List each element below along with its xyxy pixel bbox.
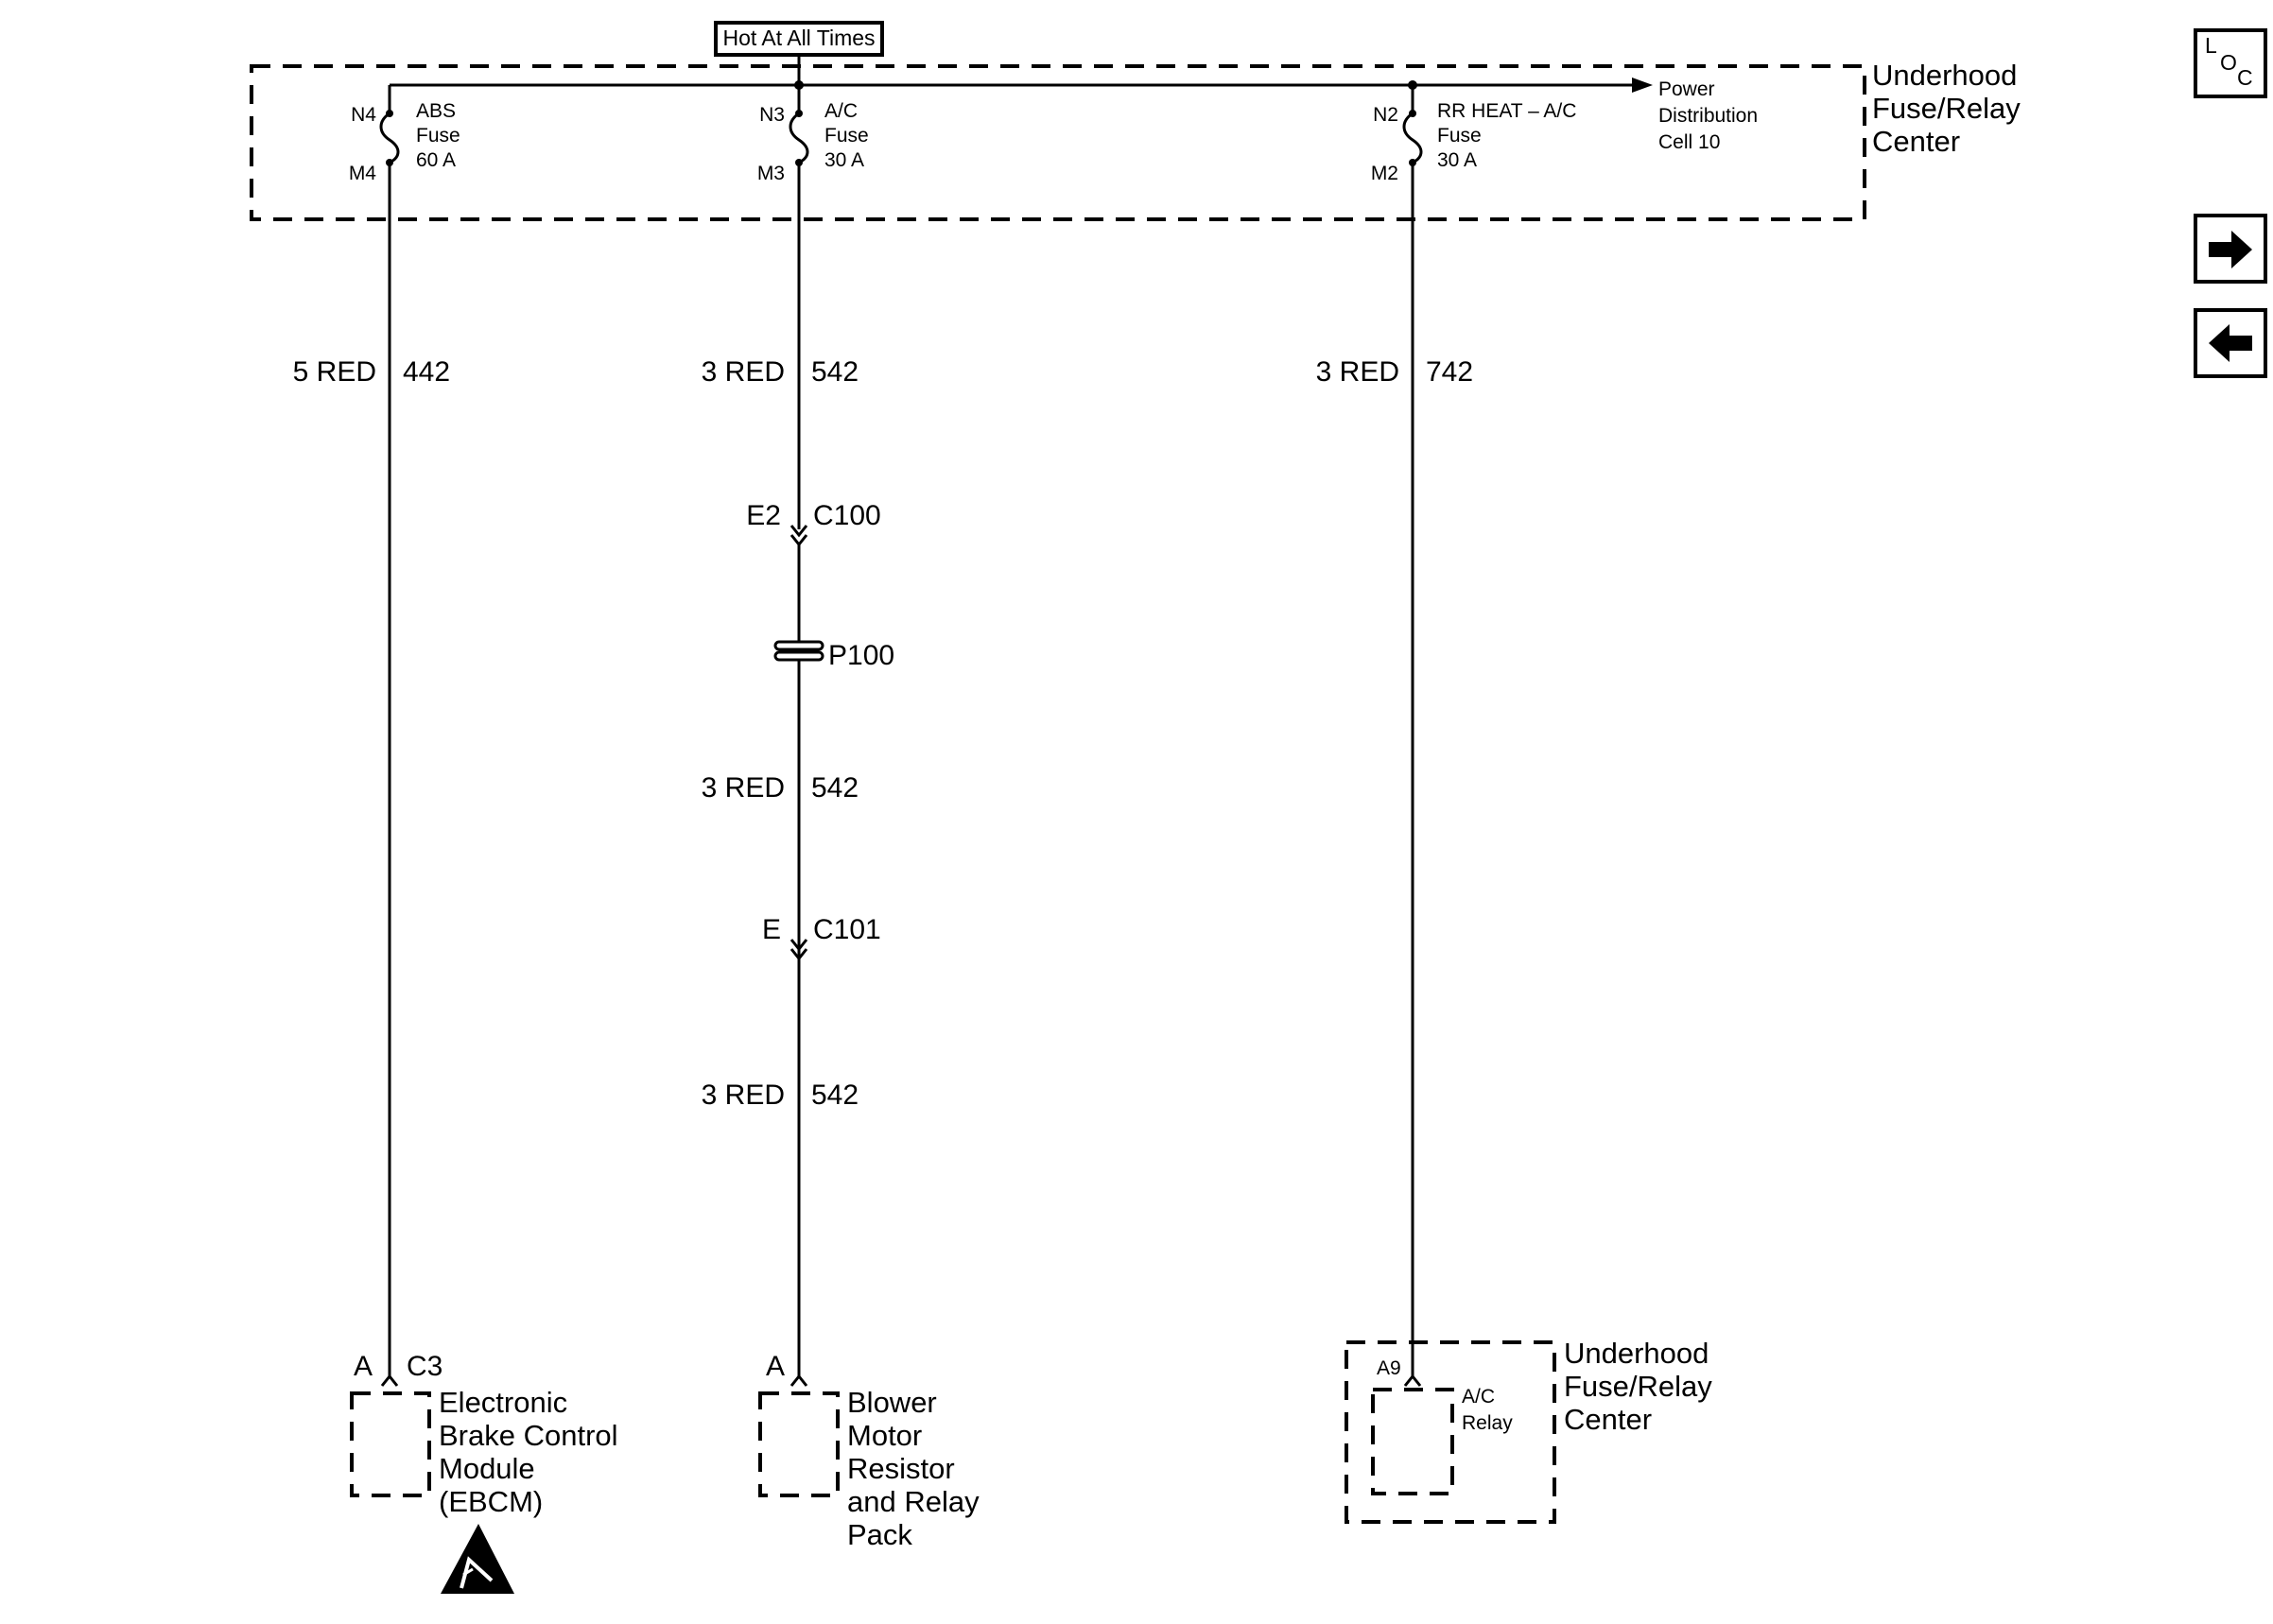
p100-grommet-icon bbox=[773, 640, 824, 662]
rr-heat-fuse: N2 M2 RR HEAT – A/C Fuse 30 A bbox=[1371, 80, 1582, 184]
ac-fuse: N3 M3 A/C Fuse 30 A bbox=[757, 80, 875, 184]
location-letter-c: C bbox=[2237, 65, 2253, 90]
ebcm-connector-terminal bbox=[380, 1373, 399, 1387]
previous-page-button[interactable] bbox=[2194, 308, 2267, 378]
c100-pin: E2 bbox=[746, 500, 781, 531]
ebcm-connector-name: C3 bbox=[407, 1351, 442, 1382]
right-arrow-icon bbox=[2209, 231, 2252, 268]
relay-center-boundary bbox=[1345, 1340, 1556, 1524]
circuit-742-number: 742 bbox=[1426, 356, 1473, 388]
blower-connector-pin: A bbox=[766, 1351, 785, 1382]
ac-fuse-icon bbox=[789, 112, 809, 164]
c101-pin: E bbox=[762, 914, 781, 945]
abs-fuse-out-pin: M4 bbox=[349, 163, 376, 184]
ebcm-component-box bbox=[350, 1391, 431, 1497]
location-button[interactable]: L O C bbox=[2194, 28, 2267, 98]
circuit-542-gauge-color-1: 3 RED bbox=[702, 356, 785, 388]
relay-connector-pin: A9 bbox=[1377, 1357, 1401, 1379]
blower-label: Blower Motor Resistor and Relay Pack bbox=[847, 1386, 987, 1551]
circuit-542-gauge-color-2: 3 RED bbox=[702, 772, 785, 803]
c101-terminal-upper bbox=[789, 939, 808, 952]
abs-fuse-icon bbox=[379, 112, 400, 164]
left-arrow-icon bbox=[2209, 324, 2252, 362]
c100-terminal-upper bbox=[789, 525, 808, 538]
ebcm-label: Electronic Brake Control Module (EBCM) bbox=[439, 1386, 626, 1518]
ac-fuse-label: A/C Fuse 30 A bbox=[824, 100, 875, 171]
p100-name: P100 bbox=[828, 640, 894, 671]
fuse-center-label: Underhood Fuse/Relay Center bbox=[1872, 59, 2028, 158]
relay-center-label: Underhood Fuse/Relay Center bbox=[1564, 1337, 1720, 1436]
circuit-542-number-2: 542 bbox=[811, 772, 859, 803]
circuit-442-number: 442 bbox=[403, 356, 450, 388]
power-distribution-label: Power Distribution Cell 10 bbox=[1658, 78, 1763, 153]
blower-connector-terminal bbox=[789, 1373, 808, 1387]
abs-fuse: N4 M4 ABS Fuse 60 A bbox=[349, 100, 466, 184]
abs-fuse-in-pin: N4 bbox=[351, 104, 376, 126]
rr-heat-fuse-in-pin: N2 bbox=[1373, 104, 1398, 126]
ac-fuse-in-pin: N3 bbox=[759, 104, 785, 126]
abs-fuse-label: ABS Fuse 60 A bbox=[416, 100, 466, 171]
esd-sensitive-icon bbox=[441, 1524, 514, 1594]
relay-connector-terminal bbox=[1403, 1373, 1422, 1387]
blower-component-box bbox=[758, 1391, 840, 1497]
location-letter-l: L bbox=[2205, 33, 2217, 58]
next-page-button[interactable] bbox=[2194, 214, 2267, 284]
ac-fuse-out-pin: M3 bbox=[757, 163, 785, 184]
ac-relay-label: A/C Relay bbox=[1462, 1386, 1513, 1434]
c101-name: C101 bbox=[813, 914, 881, 945]
ac-relay-box bbox=[1371, 1388, 1454, 1495]
rr-heat-fuse-label: RR HEAT – A/C Fuse 30 A bbox=[1437, 100, 1582, 171]
location-letter-o: O bbox=[2220, 50, 2237, 75]
ebcm-connector-pin: A bbox=[354, 1351, 373, 1382]
bus-arrowhead bbox=[1632, 78, 1653, 93]
circuit-442-gauge-color: 5 RED bbox=[293, 356, 376, 388]
rr-heat-fuse-out-pin: M2 bbox=[1371, 163, 1398, 184]
hot-at-all-times-label: Hot At All Times bbox=[722, 26, 875, 50]
c100-name: C100 bbox=[813, 500, 881, 531]
connector-c101: E C101 bbox=[762, 914, 881, 961]
connector-c100: E2 C100 bbox=[746, 500, 881, 547]
location-button-frame bbox=[2194, 28, 2267, 98]
circuit-542-number-1: 542 bbox=[811, 356, 859, 388]
circuit-742-gauge-color: 3 RED bbox=[1316, 356, 1399, 388]
fuse-center-boundary bbox=[250, 64, 1866, 221]
circuit-542-number-3: 542 bbox=[811, 1080, 859, 1111]
rr-heat-fuse-icon bbox=[1402, 112, 1423, 164]
circuit-542-gauge-color-3: 3 RED bbox=[702, 1080, 785, 1111]
